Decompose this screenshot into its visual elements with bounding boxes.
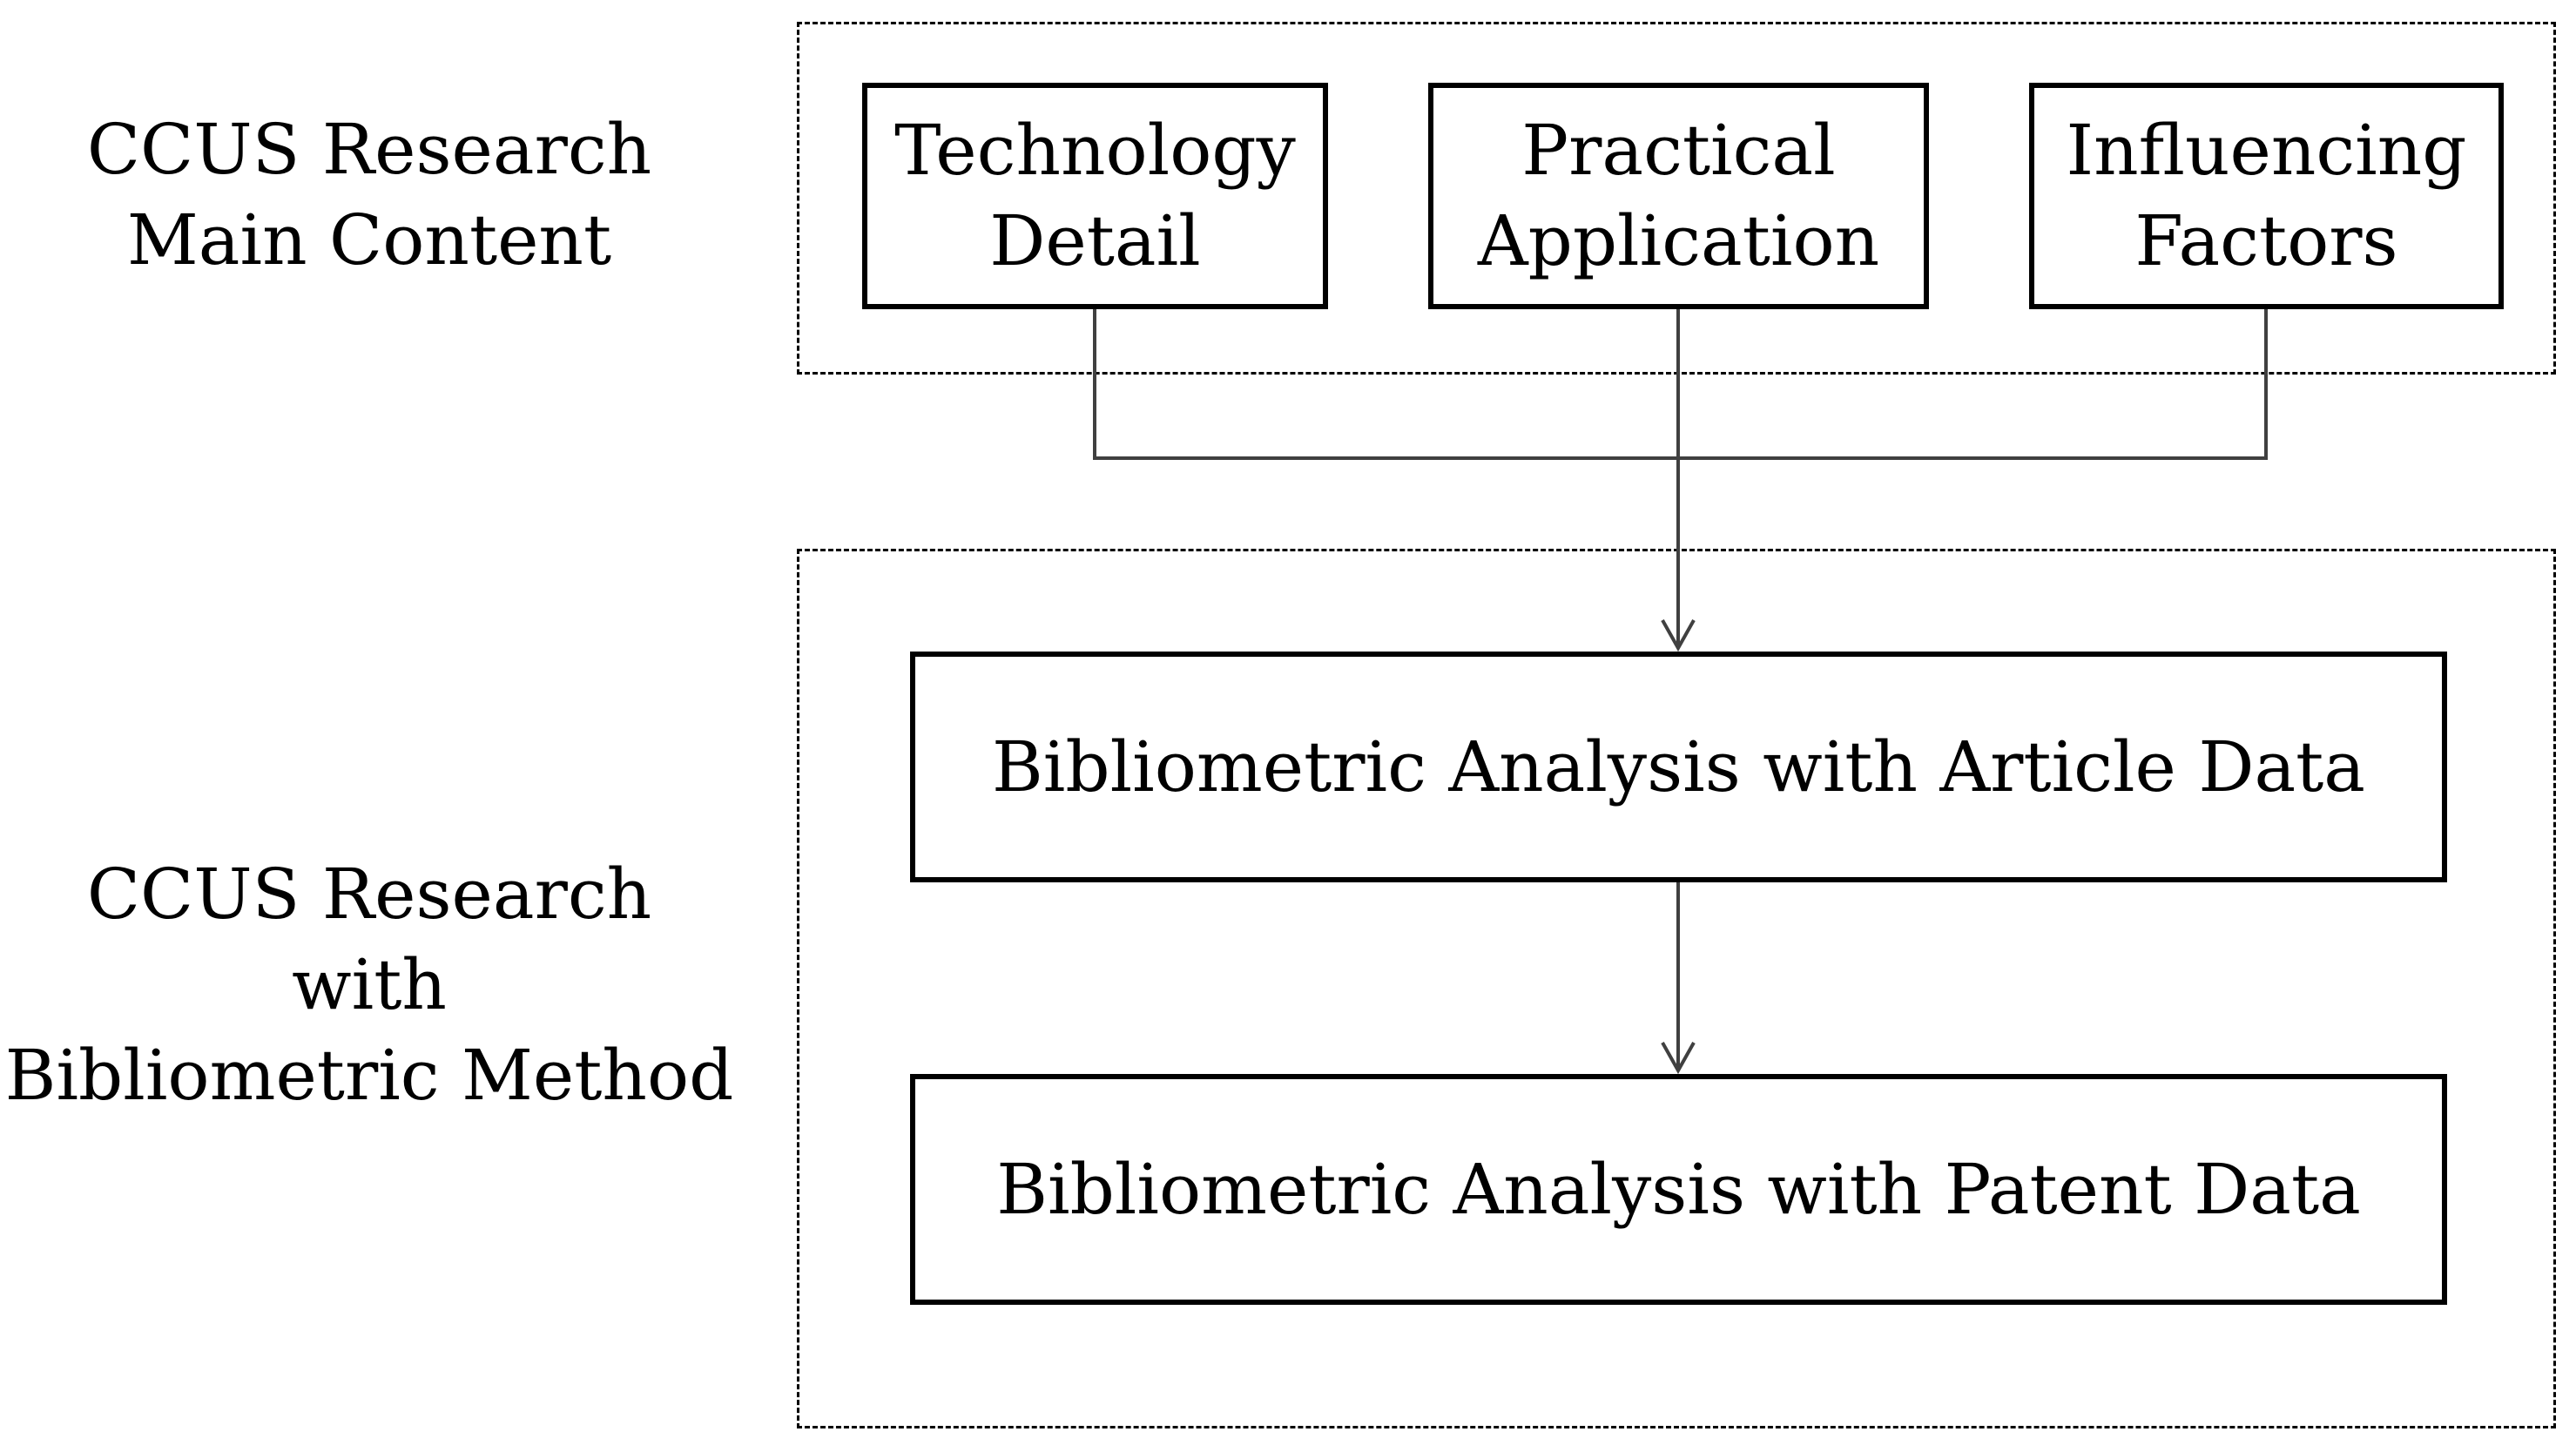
main-content-label-line-1: CCUS Research: [86, 109, 652, 190]
practical-box-line-1: Practical: [1521, 110, 1836, 191]
arrowhead-to-patent: [1661, 1042, 1696, 1075]
technology-detail-box: Technology Detail: [862, 83, 1328, 309]
influencing-box-line-2: Factors: [2134, 200, 2398, 281]
technology-box-line-2: Detail: [989, 200, 1201, 281]
practical-application-box: Practical Application: [1428, 83, 1929, 309]
influencing-box-line-1: Influencing: [2066, 110, 2467, 191]
article-box-label: Bibliometric Analysis with Article Data: [992, 726, 2365, 807]
practical-box-line-2: Application: [1477, 200, 1880, 281]
patent-box-label: Bibliometric Analysis with Patent Data: [996, 1148, 2361, 1230]
main-content-label-line-2: Main Content: [126, 199, 612, 280]
article-data-analysis-box: Bibliometric Analysis with Article Data: [910, 652, 2447, 882]
bibliometric-label-line-1: CCUS Research: [86, 854, 652, 935]
bibliometric-label-line-3: Bibliometric Method: [4, 1035, 734, 1116]
bibliometric-label-line-2: with: [292, 944, 447, 1025]
arrowhead-to-article: [1661, 619, 1696, 652]
main-content-label: CCUS Research Main Content: [3, 105, 735, 286]
technology-box-line-1: Technology: [894, 110, 1296, 191]
patent-data-analysis-box: Bibliometric Analysis with Patent Data: [910, 1074, 2447, 1305]
bibliometric-method-label: CCUS Research with Bibliometric Method: [3, 849, 735, 1121]
influencing-factors-box: Influencing Factors: [2029, 83, 2504, 309]
